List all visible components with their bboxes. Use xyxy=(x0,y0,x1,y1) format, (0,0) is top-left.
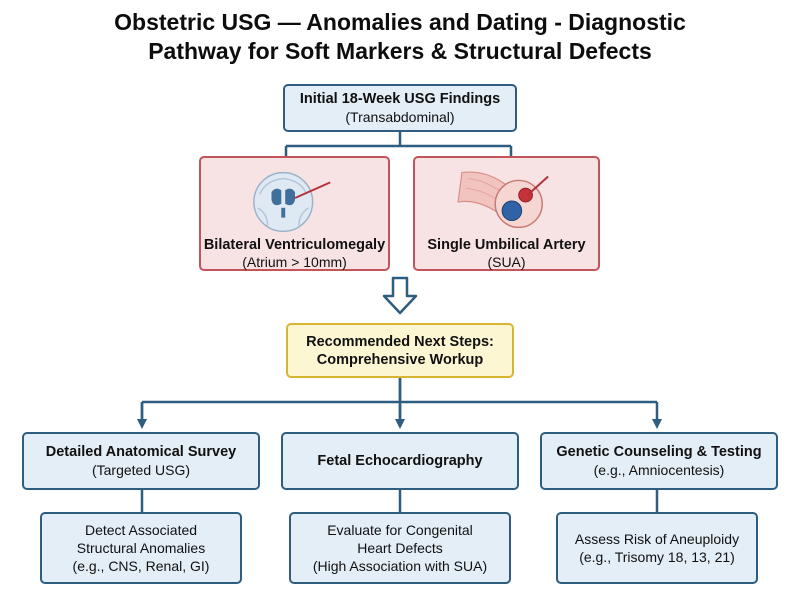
detail-line: (High Association with SUA) xyxy=(312,558,488,574)
finding-card-ventriculomegaly: Bilateral Ventriculomegaly (Atrium > 10m… xyxy=(199,156,390,271)
workup-echo-title: Fetal Echocardiography xyxy=(317,453,483,469)
workup-genetic-title: Genetic Counseling & Testing xyxy=(556,444,762,460)
next-steps-line-1: Recommended Next Steps: xyxy=(306,333,494,350)
detail-aneuploidy-risk: Assess Risk of Aneuploidy (e.g., Trisomy… xyxy=(556,512,758,584)
title-line-1: Obstetric USG — Anomalies and Dating - D… xyxy=(114,9,686,35)
brain-ventricles-icon xyxy=(253,171,331,233)
workup-anatomical-title: Detailed Anatomical Survey xyxy=(45,444,237,460)
initial-findings-subtitle: (Transabdominal) xyxy=(345,109,455,125)
next-steps-line-2: Comprehensive Workup xyxy=(316,351,484,368)
connector-workup-to-details xyxy=(140,489,659,512)
detail-line: Heart Defects xyxy=(357,540,443,556)
finding-subtitle-ventriculomegaly: (Atrium > 10mm) xyxy=(242,254,347,270)
workup-fetal-echo: Fetal Echocardiography xyxy=(281,432,519,490)
detail-line: (e.g., CNS, Renal, GI) xyxy=(72,558,210,574)
finding-title-sua: Single Umbilical Artery xyxy=(427,237,586,253)
detail-line: Assess Risk of Aneuploidy xyxy=(574,531,740,547)
workup-genetic-counseling: Genetic Counseling & Testing (e.g., Amni… xyxy=(540,432,778,490)
detail-line: (e.g., Trisomy 18, 13, 21) xyxy=(579,549,735,565)
detail-congenital-heart: Evaluate for Congenital Heart Defects (H… xyxy=(289,512,511,584)
umbilical-cord-icon xyxy=(457,171,549,229)
detail-line: Detect Associated xyxy=(84,522,198,538)
workup-anatomical-survey: Detailed Anatomical Survey (Targeted USG… xyxy=(22,432,260,490)
finding-subtitle-sua: (SUA) xyxy=(487,254,526,270)
hollow-down-arrow xyxy=(382,276,418,315)
diagram-title: Obstetric USG — Anomalies and Dating - D… xyxy=(0,8,800,66)
initial-findings-title: Initial 18-Week USG Findings xyxy=(299,91,501,107)
initial-findings-box: Initial 18-Week USG Findings (Transabdom… xyxy=(283,84,517,132)
detail-structural-anomalies: Detect Associated Structural Anomalies (… xyxy=(40,512,242,584)
detail-line: Structural Anomalies xyxy=(76,540,206,556)
connector-initial-to-findings xyxy=(284,131,513,157)
finding-title-ventriculomegaly: Bilateral Ventriculomegaly xyxy=(203,237,386,253)
detail-line: Evaluate for Congenital xyxy=(327,522,473,538)
finding-card-sua: Single Umbilical Artery (SUA) xyxy=(413,156,600,271)
title-line-2: Pathway for Soft Markers & Structural De… xyxy=(148,38,652,64)
workup-anatomical-subtitle: (Targeted USG) xyxy=(91,462,191,478)
next-steps-box: Recommended Next Steps: Comprehensive Wo… xyxy=(286,323,514,378)
workup-genetic-subtitle: (e.g., Amniocentesis) xyxy=(593,462,725,478)
